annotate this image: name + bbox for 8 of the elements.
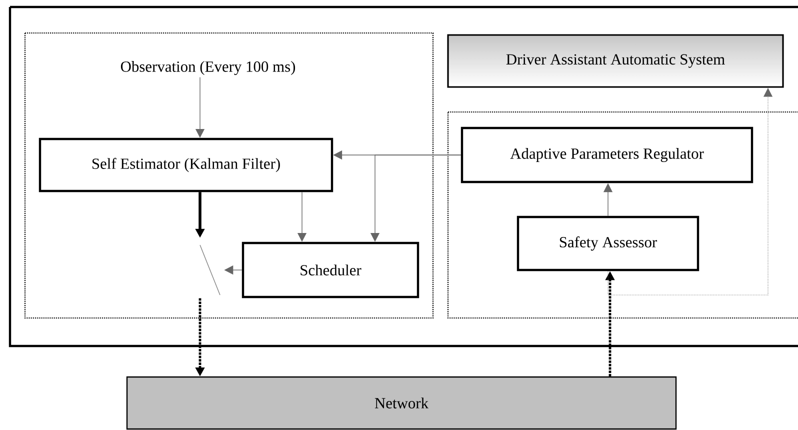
process-box: Safety Assessor — [516, 216, 700, 272]
network-bar: Network — [126, 376, 677, 430]
process-box: Adaptive Parameters Regulator — [460, 126, 754, 184]
observation-label: Observation (Every 100 ms) — [120, 60, 296, 76]
system-box: Driver Assistant Automatic System — [447, 34, 784, 88]
switch-symbol — [200, 244, 220, 296]
process-box: Scheduler — [242, 242, 420, 298]
process-box: Self Estimator (Kalman Filter) — [38, 138, 334, 192]
